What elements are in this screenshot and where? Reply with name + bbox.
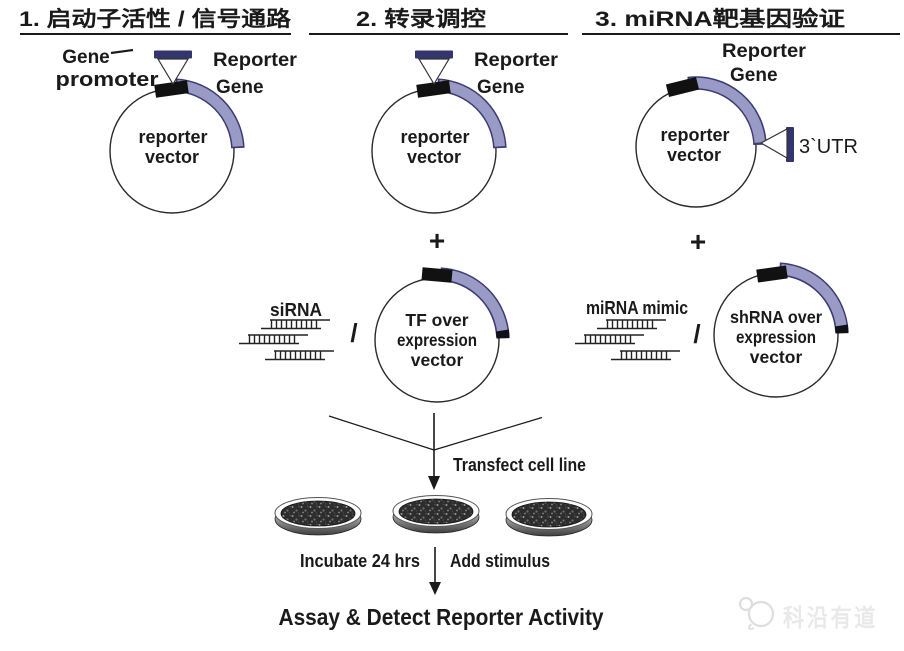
promoter-box-icon	[154, 80, 189, 98]
converge-line-left	[328, 415, 435, 451]
plasmid-name-line1: reporter	[138, 127, 207, 147]
reporter-gene-label-line2: Gene	[216, 77, 264, 98]
dsrna-ladder-icon	[596, 319, 667, 330]
mirna-mimic-label: miRNA mimic	[586, 298, 688, 318]
incubate-arrowhead-icon	[429, 582, 441, 595]
plasmid-reporter-vector-1: Gene promoter Reporter Gene reporter vec…	[56, 47, 298, 214]
utr-label: 3`UTR	[799, 136, 858, 158]
dsrna-ladder-icon	[264, 350, 335, 361]
watermark-bubble-tail-icon	[748, 623, 755, 630]
plasmid-name-line2: vector	[667, 145, 721, 165]
arc-end-cap	[834, 324, 849, 334]
reporter-gene-arc	[689, 77, 766, 144]
reporter-gene-arc	[176, 79, 244, 147]
section-1-title: 1. 启动子活性 / 信号通路	[19, 7, 292, 31]
reporter-gene-label-line2: Gene	[730, 65, 778, 86]
vector-name-line1: shRNA over	[730, 307, 822, 327]
vector-name-line2: expression	[397, 330, 477, 350]
assay-result-label: Assay & Detect Reporter Activity	[279, 604, 604, 630]
insert-funnel-icon	[417, 58, 451, 86]
petri-dish-icon	[274, 497, 362, 536]
vector-name-line3: vector	[411, 350, 464, 370]
gene-promoter-label-line1: Gene	[62, 47, 110, 68]
reporter-gene-label-line1: Reporter	[474, 50, 559, 71]
plasmid-name-line1: reporter	[400, 127, 469, 147]
plasmid-name-line2: vector	[145, 147, 199, 167]
dsrna-ladder-icon	[610, 350, 681, 361]
plasmid-name-line1: reporter	[660, 125, 729, 145]
sirna-label: siRNA	[270, 300, 322, 320]
plasmid-reporter-vector-2: Reporter Gene reporter vector	[371, 50, 559, 214]
watermark-bubble-large-icon	[747, 600, 775, 628]
insert-bar-icon	[415, 50, 453, 59]
promoter-box-icon	[756, 265, 788, 283]
reporter-gene-arc	[438, 79, 506, 147]
watermark-bubble-small-icon	[738, 596, 754, 612]
add-stimulus-label: Add stimulus	[450, 550, 550, 571]
dsrna-ladder-icon	[574, 334, 645, 345]
dsrna-ladder-icon	[260, 319, 331, 330]
utr-bar-icon	[786, 127, 794, 162]
expression-arc	[780, 263, 847, 328]
utr-funnel-icon	[759, 127, 788, 160]
gene-promoter-pointer-line	[110, 48, 134, 55]
insert-funnel-icon	[156, 58, 190, 86]
converge-line-right	[433, 416, 543, 451]
vector-name-line2: expression	[736, 327, 816, 347]
transfect-label: Transfect cell line	[453, 454, 586, 475]
plasmid-shrna-expression-vector: shRNA over expression vector	[713, 262, 849, 398]
plasmid-tf-expression-vector: TF over expression vector	[374, 267, 510, 403]
slash-separator: /	[350, 318, 357, 348]
plus-sign-col2: +	[429, 225, 445, 256]
reporter-gene-label-line1: Reporter	[722, 41, 807, 62]
plus-sign-col3: +	[690, 226, 706, 257]
section-3-title: 3. miRNA靶基因验证	[595, 7, 845, 31]
reporter-gene-label-line2: Gene	[477, 77, 525, 98]
plasmid-name-line2: vector	[407, 147, 461, 167]
slash-separator: /	[693, 319, 700, 349]
sirna-group: siRNA /	[238, 300, 358, 361]
insert-bar-icon	[154, 50, 192, 59]
gene-promoter-label-line2: promoter	[56, 69, 159, 91]
dsrna-ladder-icon	[238, 334, 309, 345]
incubate-arrow	[429, 547, 441, 595]
incubate-label: Incubate 24 hrs	[300, 550, 420, 571]
vector-name-line3: vector	[750, 347, 803, 367]
mirna-mimic-group: miRNA mimic /	[574, 298, 701, 361]
promoter-box-icon	[665, 76, 700, 98]
promoter-box-icon	[416, 80, 451, 98]
watermark: 科沿有道	[738, 596, 878, 632]
arc-end-cap	[495, 329, 510, 339]
petri-dish-icon	[392, 495, 480, 534]
watermark-brand-text: 科沿有道	[783, 604, 878, 632]
plasmid-reporter-vector-3: 3`UTR Reporter Gene reporter vector	[635, 41, 858, 208]
reporter-gene-label-line1: Reporter	[213, 50, 298, 71]
transfect-arrowhead-icon	[428, 476, 440, 490]
petri-dish-icon	[505, 498, 593, 537]
promoter-box-icon	[421, 267, 453, 283]
expression-arc	[441, 268, 508, 333]
converge-lines	[328, 413, 543, 490]
vector-name-line1: TF over	[405, 310, 468, 330]
section-2-title: 2. 转录调控	[356, 7, 486, 31]
